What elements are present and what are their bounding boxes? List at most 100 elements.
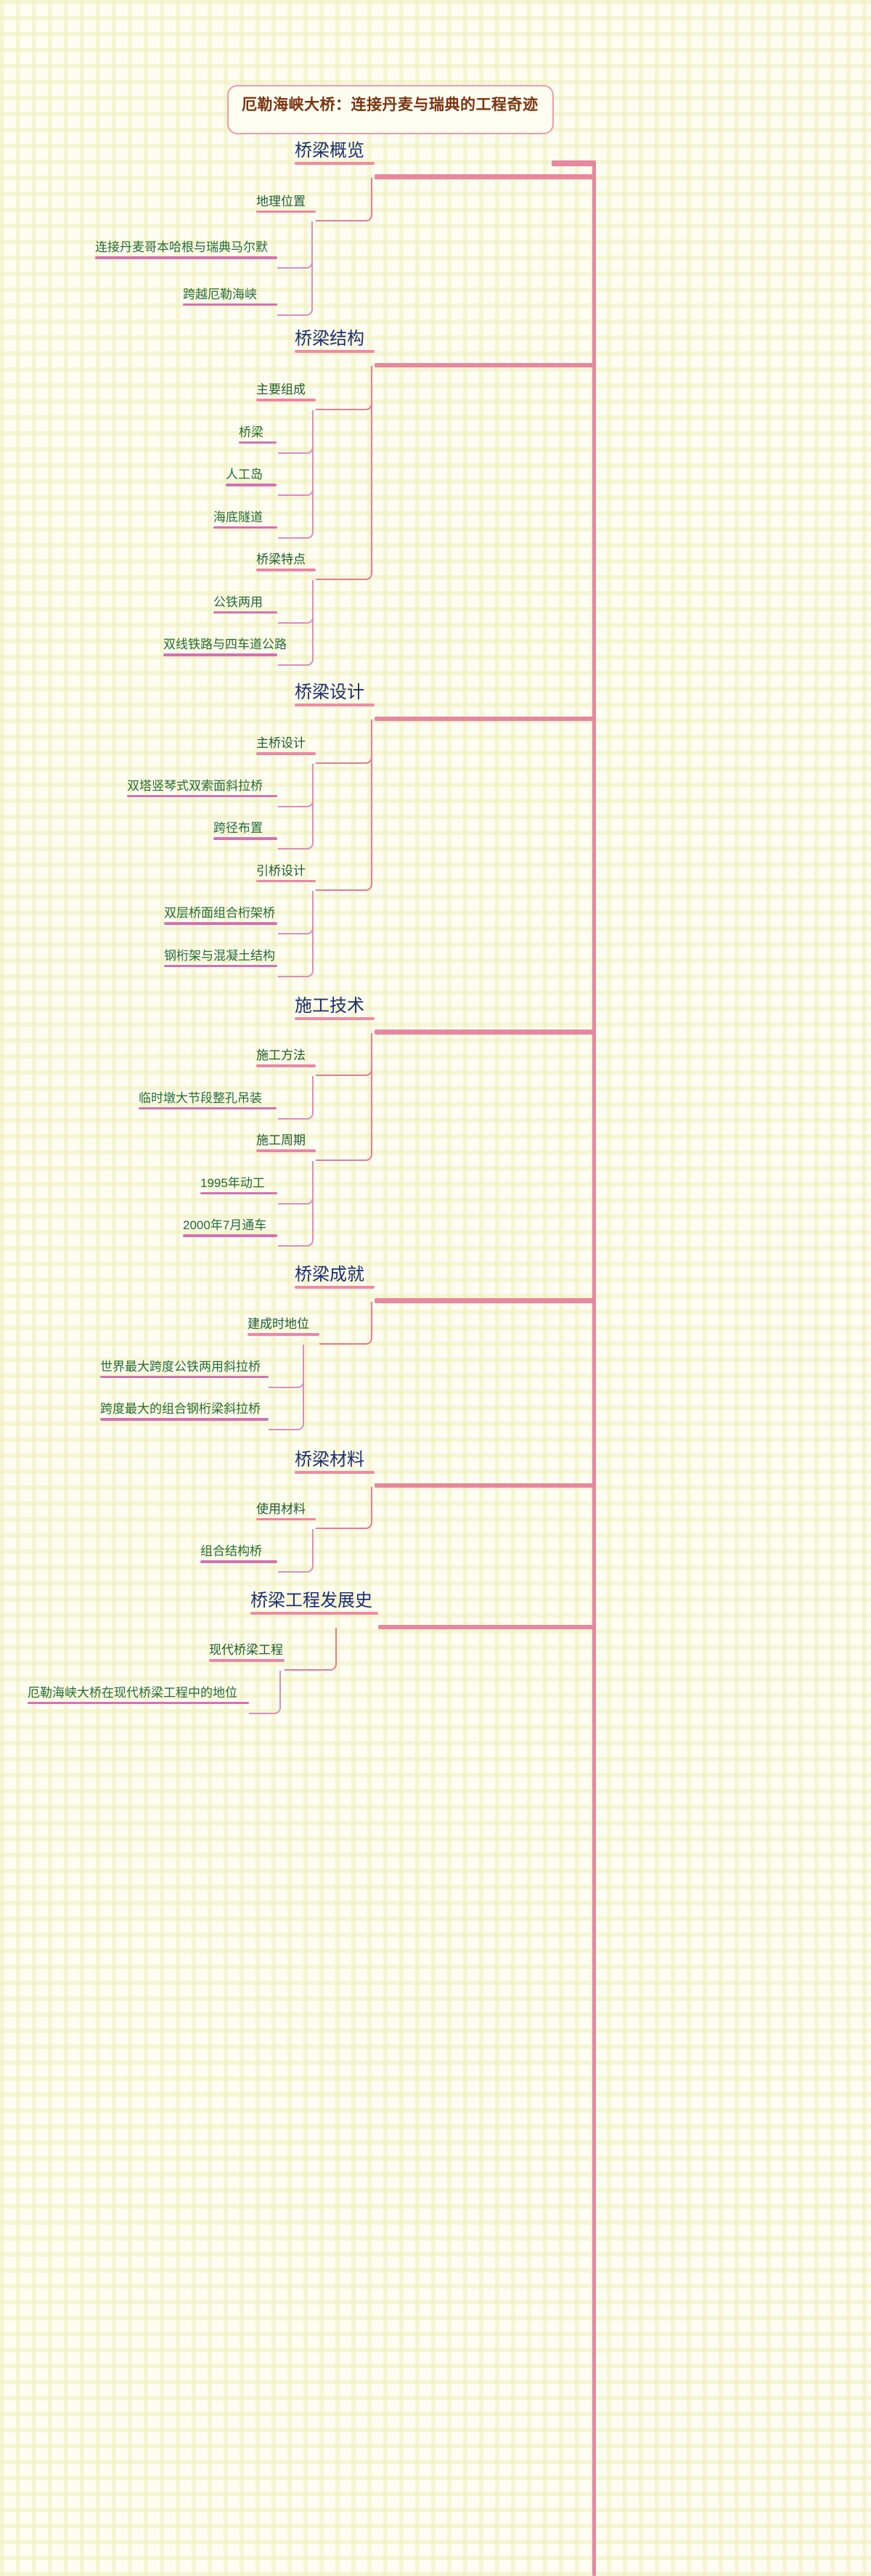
sub-node-6-0[interactable]: 现代桥梁工程 (209, 1644, 285, 1662)
sub-node-1-1[interactable]: 桥梁特点 (256, 553, 316, 571)
root-label: 厄勒海峡大桥：连接丹麦与瑞典的工程奇迹 (242, 97, 539, 113)
sub-underline-0-0 (256, 210, 316, 213)
sub-label-3-0: 施工方法 (256, 1048, 306, 1063)
leaf-node-1-1-0[interactable]: 公铁两用 (213, 596, 277, 614)
spine-tick-6 (378, 1624, 594, 1629)
branch-underline-2 (295, 704, 375, 707)
spine-tick-2 (375, 716, 594, 722)
sub-underline-2-1 (256, 879, 316, 883)
connector-2-1 (316, 720, 372, 892)
connector-0-0-1 (277, 221, 313, 316)
branch-node-4[interactable]: 桥梁成就 (295, 1266, 375, 1289)
sub-node-1-0[interactable]: 主要组成 (256, 383, 316, 402)
sub-label-2-0: 主桥设计 (256, 736, 306, 751)
leaf-node-3-1-0[interactable]: 1995年动工 (200, 1175, 277, 1195)
leaf-node-1-0-0[interactable]: 桥梁 (239, 426, 277, 444)
root-node[interactable]: 厄勒海峡大桥：连接丹麦与瑞典的工程奇迹 (227, 85, 554, 134)
leaf-node-1-1-1[interactable]: 双线铁路与四车道公路 (163, 638, 287, 656)
leaf-node-3-1-1[interactable]: 2000年7月通车 (183, 1218, 277, 1237)
leaf-label-2-1-1: 钢桁架与混凝土结构 (164, 948, 275, 963)
sub-node-3-1[interactable]: 施工周期 (256, 1134, 316, 1152)
connector-2-1-1 (278, 891, 314, 977)
sub-label-1-0: 主要组成 (256, 383, 306, 397)
branch-label-5: 桥梁材料 (295, 1449, 364, 1470)
leaf-underline-3-1-1 (183, 1234, 277, 1237)
leaf-underline-2-1-1 (164, 964, 277, 968)
connector-3-1-1 (278, 1160, 314, 1247)
leaf-label-1-1-1: 双线铁路与四车道公路 (163, 637, 287, 652)
sub-label-5-0: 使用材料 (256, 1501, 306, 1516)
connector-3-0-0 (278, 1075, 314, 1120)
branch-underline-4 (295, 1286, 375, 1289)
sub-label-6-0: 现代桥梁工程 (209, 1643, 283, 1658)
leaf-node-2-1-1[interactable]: 钢桁架与混凝土结构 (164, 950, 277, 968)
sub-underline-1-1 (256, 568, 316, 571)
sub-node-5-0[interactable]: 使用材料 (256, 1501, 316, 1521)
sub-underline-1-0 (256, 399, 316, 402)
branch-label-0: 桥梁概览 (295, 141, 364, 161)
branch-underline-3 (295, 1017, 375, 1021)
leaf-label-6-0-0: 厄勒海峡大桥在现代桥梁工程中的地位 (28, 1685, 237, 1700)
sub-label-4-0: 建成时地位 (248, 1317, 309, 1332)
leaf-node-5-0-0[interactable]: 组合结构桥 (200, 1545, 277, 1563)
leaf-node-4-0-1[interactable]: 跨度最大的组合钢桁梁斜拉桥 (100, 1402, 269, 1421)
leaf-node-6-0-0[interactable]: 厄勒海峡大桥在现代桥梁工程中的地位 (28, 1687, 249, 1705)
branch-label-3: 施工技术 (295, 996, 364, 1016)
spine-tick-1 (375, 362, 594, 367)
root-spine-stub (552, 160, 595, 167)
leaf-label-1-0-2: 海底隧道 (213, 510, 263, 524)
leaf-node-4-0-0[interactable]: 世界最大跨度公铁两用斜拉桥 (100, 1359, 269, 1379)
sub-underline-2-0 (256, 752, 316, 755)
leaf-underline-0-0-0 (95, 256, 277, 259)
connector-3-1 (316, 1033, 372, 1161)
leaf-underline-3-1-0 (200, 1191, 277, 1195)
sub-label-2-1: 引桥设计 (256, 863, 306, 878)
connector-6-0-0 (249, 1670, 281, 1714)
connector-2-0-1 (278, 763, 314, 850)
leaf-node-1-0-1[interactable]: 人工岛 (226, 468, 277, 486)
leaf-node-0-0-0[interactable]: 连接丹麦哥本哈根与瑞典马尔默 (95, 241, 277, 259)
branch-node-5[interactable]: 桥梁材料 (295, 1449, 375, 1474)
sub-node-0-0[interactable]: 地理位置 (256, 194, 316, 213)
leaf-underline-2-1-0 (164, 922, 277, 925)
branch-node-1[interactable]: 桥梁结构 (295, 329, 375, 354)
connector-1-0-2 (278, 409, 314, 539)
connector-1-1 (316, 366, 372, 580)
connector-6-0 (285, 1628, 337, 1671)
sub-underline-3-0 (256, 1064, 316, 1067)
leaf-node-1-0-2[interactable]: 海底隧道 (213, 510, 277, 529)
sub-node-4-0[interactable]: 建成时地位 (248, 1317, 319, 1336)
sub-node-3-0[interactable]: 施工方法 (256, 1048, 316, 1067)
connector-1-1-1 (278, 579, 314, 667)
spine-tick-3 (375, 1030, 594, 1035)
branch-underline-0 (295, 162, 375, 166)
branch-underline-6 (250, 1612, 378, 1615)
leaf-underline-1-0-0 (239, 441, 277, 444)
leaf-label-3-1-1: 2000年7月通车 (183, 1218, 267, 1233)
leaf-label-4-0-0: 世界最大跨度公铁两用斜拉桥 (100, 1359, 261, 1374)
sub-node-2-0[interactable]: 主桥设计 (256, 736, 316, 755)
leaf-underline-2-0-1 (213, 837, 277, 840)
leaf-underline-4-0-0 (100, 1375, 269, 1379)
sub-underline-4-0 (248, 1333, 319, 1336)
leaf-label-3-1-0: 1995年动工 (200, 1175, 265, 1190)
connector-4-0 (319, 1302, 372, 1345)
branch-node-2[interactable]: 桥梁设计 (295, 684, 375, 707)
branch-node-0[interactable]: 桥梁概览 (295, 141, 375, 166)
leaf-label-3-0-0: 临时墩大节段整孔吊装 (139, 1091, 262, 1105)
leaf-node-2-1-0[interactable]: 双层桥面组合桁架桥 (164, 907, 277, 925)
branch-label-1: 桥梁结构 (295, 329, 364, 349)
leaf-node-2-0-0[interactable]: 双塔竖琴式双索面斜拉桥 (127, 780, 277, 798)
leaf-label-4-0-1: 跨度最大的组合钢桁梁斜拉桥 (100, 1402, 261, 1417)
branch-node-6[interactable]: 桥梁工程发展史 (250, 1592, 378, 1615)
leaf-label-2-1-0: 双层桥面组合桁架桥 (164, 906, 275, 921)
connector-0-0 (316, 178, 372, 222)
leaf-node-2-0-1[interactable]: 跨径布置 (213, 822, 277, 840)
branch-node-3[interactable]: 施工技术 (295, 996, 375, 1021)
leaf-node-3-0-0[interactable]: 临时墩大节段整孔吊装 (139, 1091, 277, 1110)
sub-label-0-0: 地理位置 (256, 194, 306, 208)
sub-node-2-1[interactable]: 引桥设计 (256, 863, 316, 883)
leaf-underline-1-1-1 (163, 653, 277, 656)
mindmap-canvas: 厄勒海峡大桥：连接丹麦与瑞典的工程奇迹 桥梁概览 地理位置 连接丹麦哥本哈根与瑞… (28, 85, 596, 2576)
leaf-node-0-0-1[interactable]: 跨越厄勒海峡 (183, 288, 277, 306)
